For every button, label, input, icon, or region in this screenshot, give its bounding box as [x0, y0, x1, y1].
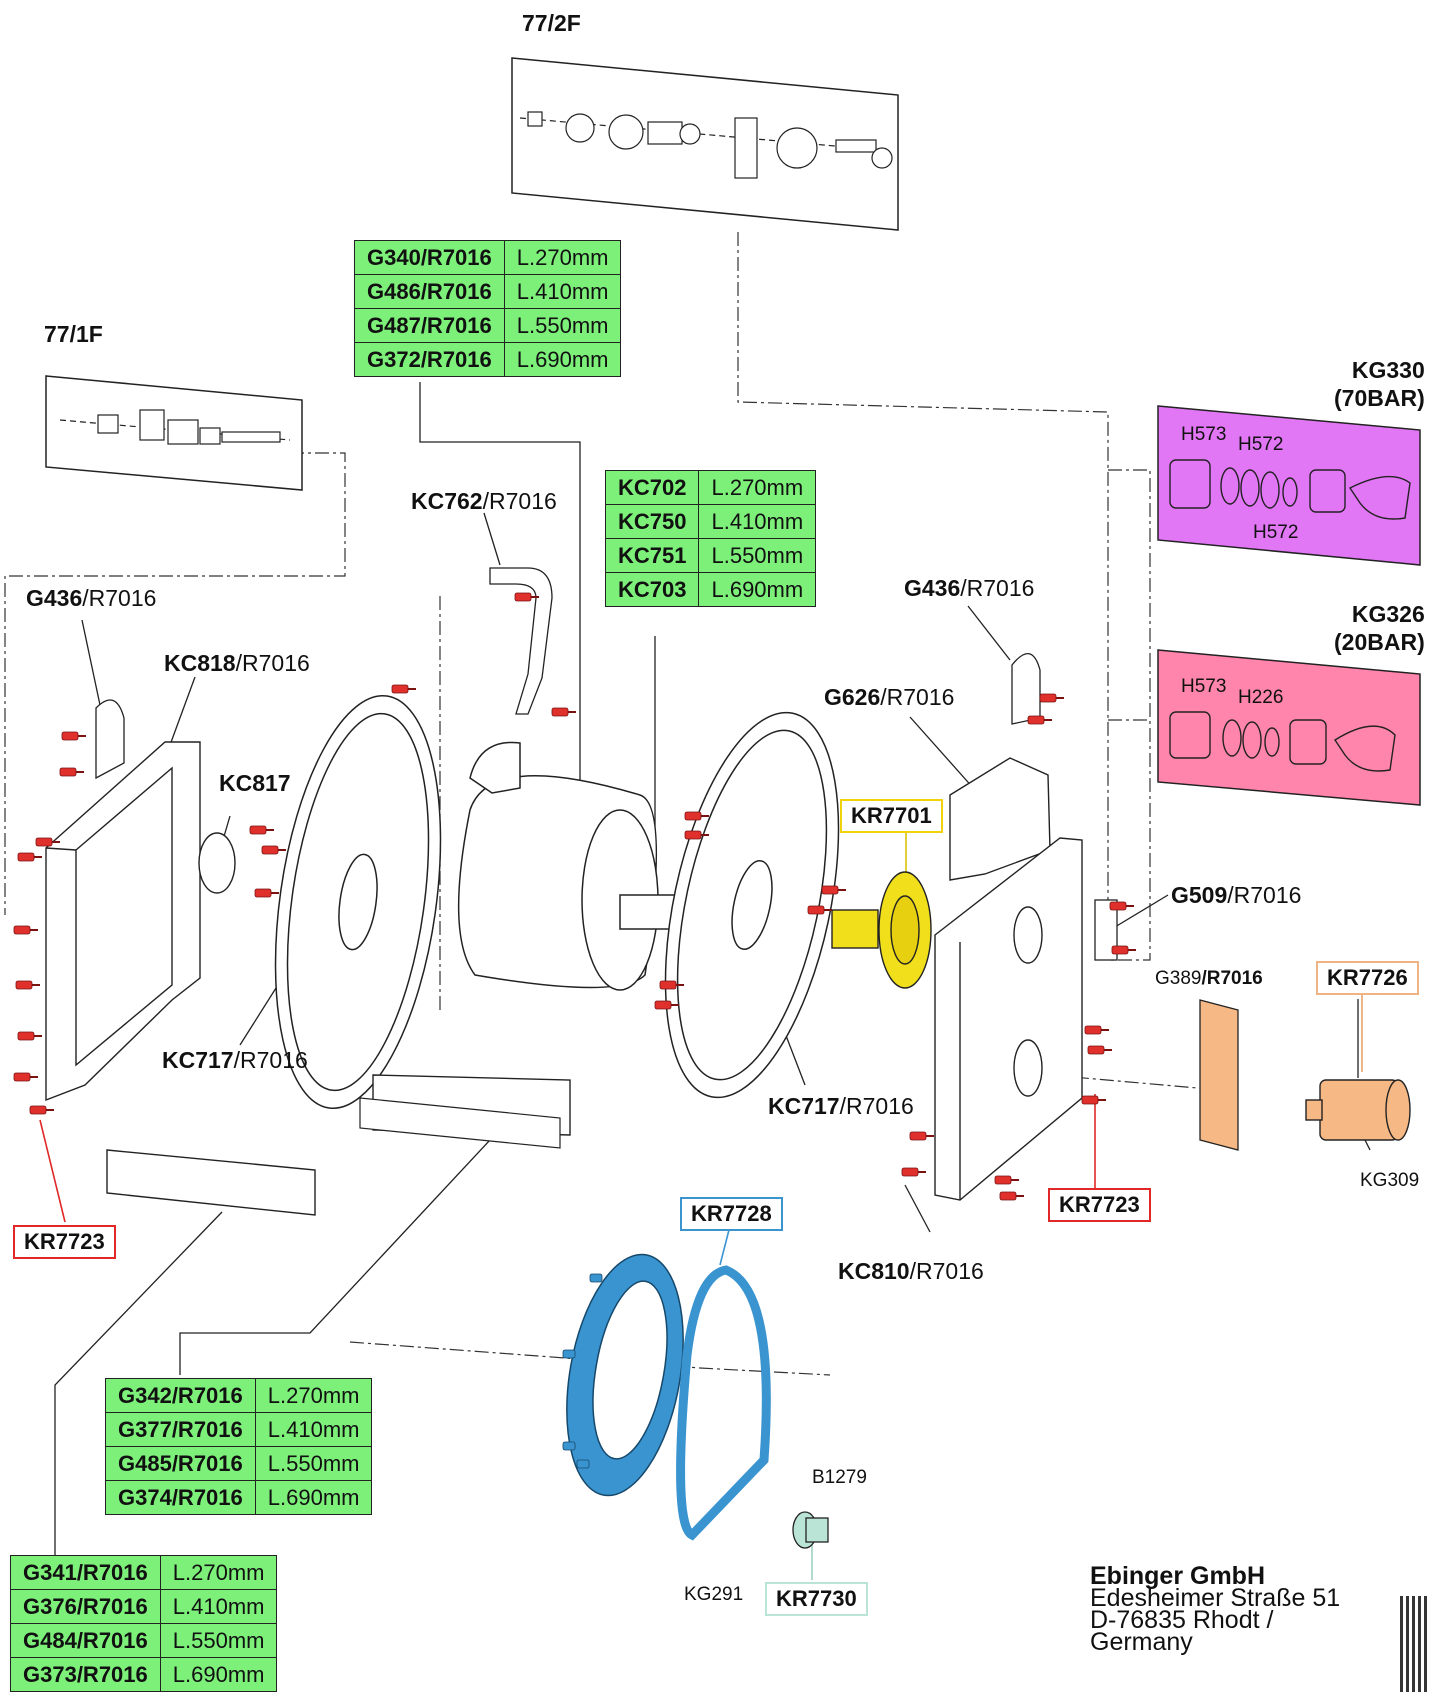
- panel-77-2f-parts: [519, 111, 893, 179]
- kg309-label: KG309: [1360, 1170, 1420, 1191]
- kr7701-box: KR7701: [840, 799, 943, 833]
- kc762-label: KC762/R7016: [411, 488, 557, 514]
- left-frame-kc818: [45, 741, 201, 1102]
- assembly-77-1f-label: 77/1F: [44, 321, 103, 347]
- kr7723-right-box: KR7723: [1048, 1188, 1151, 1222]
- kr7730-pinion: [792, 1511, 829, 1549]
- g436-right-bracket: [1011, 653, 1041, 725]
- g389-label: G389/R7016: [1155, 968, 1263, 989]
- company-street: Edesheimer Straße 51: [1090, 1584, 1341, 1612]
- kc762-bracket: [489, 567, 553, 715]
- kc717-right-label: KC717/R7016: [768, 1093, 914, 1119]
- company-name: Ebinger GmbH: [1090, 1562, 1266, 1590]
- company-city: D-76835 Rhodt /: [1090, 1606, 1274, 1634]
- kr7728-box: KR7728: [680, 1197, 783, 1231]
- panel-kg330-parts: [1169, 459, 1411, 520]
- qr-code-icon[interactable]: [1400, 1596, 1429, 1692]
- kr7726-motor: [1305, 1079, 1411, 1141]
- kg330-label: KG330(70BAR): [1334, 357, 1425, 411]
- company-country: Germany: [1090, 1628, 1193, 1656]
- g509-plate: [1094, 899, 1118, 961]
- kr7728-leader: [719, 1225, 731, 1266]
- panel-kg326-parts: [1169, 711, 1396, 772]
- right-reel-disc-kc717: [664, 711, 840, 1099]
- panel-77-1f-parts: [59, 409, 291, 445]
- g436-right-label: G436/R7016: [904, 575, 1035, 601]
- kc817-label: KC817: [219, 770, 291, 796]
- h573-lower-label: H573: [1181, 676, 1227, 697]
- kc817-bearing: [198, 832, 236, 894]
- kc810-label: KC810/R7016: [838, 1258, 984, 1284]
- company-address: Ebinger GmbH Edesheimer Straße 51 D-7683…: [1090, 1562, 1341, 1656]
- kr7726-box: KR7726: [1316, 961, 1419, 995]
- h573-label: H573: [1181, 424, 1227, 445]
- b1279-label: B1279: [812, 1467, 867, 1488]
- kc818-label: KC818/R7016: [164, 650, 310, 676]
- kg326-label: KG326(20BAR): [1334, 601, 1425, 655]
- assembly-guide-lines: [4, 232, 1221, 1376]
- h572-label: H572: [1238, 434, 1284, 455]
- kr7723-left-box: KR7723: [13, 1225, 116, 1259]
- panel-kg326: [1157, 649, 1421, 806]
- base-bar-rear: [106, 1149, 316, 1216]
- kr7728-sprocket-chain: [566, 1253, 771, 1541]
- left-reel-disc-kc717: [274, 694, 442, 1110]
- panel-77-2f: [511, 57, 899, 231]
- panel-kg330: [1157, 405, 1421, 566]
- h226-label: H226: [1238, 687, 1284, 708]
- kg291-label: KG291: [684, 1584, 744, 1605]
- kc717-left-label: KC717/R7016: [162, 1047, 308, 1073]
- g626-label: G626/R7016: [824, 684, 955, 710]
- g436-left-label: G436/R7016: [26, 585, 157, 611]
- drum-assembly: [457, 741, 676, 991]
- assembly-77-2f-label: 77/2F: [522, 10, 581, 36]
- h572-lower-label: H572: [1253, 522, 1299, 543]
- g509-label: G509/R7016: [1171, 882, 1302, 908]
- kr7723-leaders: [39, 1094, 1096, 1223]
- right-frame-kc810: [934, 837, 1083, 1201]
- g436-left-bracket: [95, 699, 125, 780]
- kr7730-box: KR7730: [765, 1582, 868, 1616]
- kr7701-flange: [831, 871, 932, 989]
- g389-plate: [1199, 999, 1239, 1151]
